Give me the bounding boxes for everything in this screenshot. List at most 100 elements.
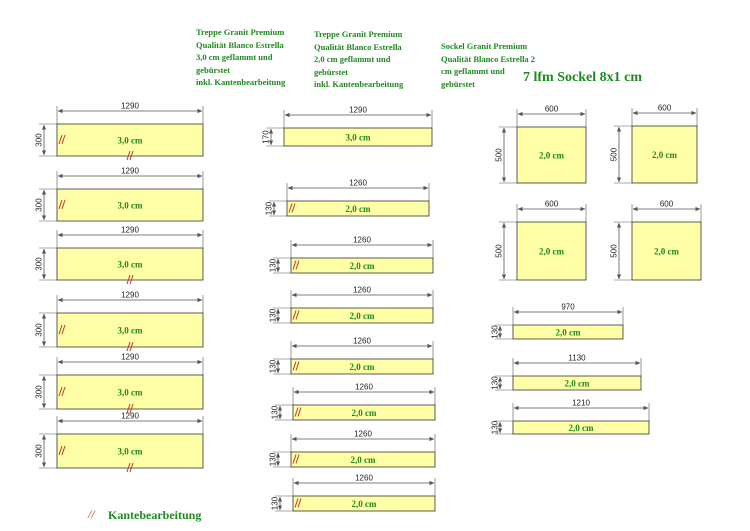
legend-label: Kantebearbeitung (108, 508, 202, 522)
slab-g1-s7 (292, 495, 436, 512)
slab-thickness-label: 3,0 cm (118, 388, 143, 398)
edge-mark-left-g1-s1 (288, 203, 296, 213)
dim-length-label: 1130 (568, 354, 586, 363)
slab-g1-s3 (290, 307, 434, 324)
dim-width-label: 500 (495, 148, 504, 162)
dim-length-label: 1260 (354, 430, 372, 439)
dim-length-label: 600 (545, 105, 559, 114)
edge-mark-bottom-g0-s4 (126, 403, 134, 414)
slab-g0-s3 (56, 312, 204, 348)
edge-mark-left-g0-s0 (58, 134, 66, 145)
slab-thickness-label: 2,0 cm (346, 204, 371, 214)
dim-width-label: 300 (35, 257, 44, 271)
dim-width-label: 130 (269, 258, 278, 272)
dim-length-label: 1260 (355, 383, 373, 392)
sockel-summary: 7 lfm Sockel 8x1 cm (523, 70, 642, 85)
slab-g1-s5 (292, 404, 436, 421)
slab-thickness-label: 2,0 cm (539, 247, 564, 257)
dim-width-label: 130 (271, 496, 280, 510)
dim-width-label: 300 (35, 385, 44, 399)
slab-thickness-label: 2,0 cm (539, 151, 564, 161)
slab-g0-s4 (56, 374, 204, 410)
edge-mark-bottom-g0-s0 (126, 150, 134, 161)
edge-mark-left-g1-s7 (294, 498, 302, 508)
edge-mark-left-g1-s6 (292, 454, 300, 464)
edge-mark-left-g1-s4 (292, 361, 300, 371)
dim-length-label: 1260 (353, 337, 371, 346)
legend-edge-mark: // (88, 507, 95, 521)
slab-g1-s1 (286, 200, 430, 217)
slab-g2-s3 (631, 221, 702, 281)
slab-g1-s6 (290, 451, 436, 468)
slab-thickness-label: 2,0 cm (350, 311, 375, 321)
dim-width-label: 500 (610, 147, 619, 161)
slab-thickness-label: 2,0 cm (350, 362, 375, 372)
dim-width-label: 130 (269, 359, 278, 373)
dim-width-label: 130 (491, 420, 500, 434)
slab-thickness-label: 3,0 cm (346, 133, 371, 143)
slab-thickness-label: 2,0 cm (565, 379, 590, 389)
slab-g0-s0 (56, 123, 204, 157)
dim-length-label: 1290 (121, 353, 139, 362)
edge-mark-left-g0-s4 (58, 386, 66, 397)
slab-g2-s2 (516, 221, 587, 281)
dim-length-label: 1260 (349, 179, 367, 188)
dim-width-label: 500 (610, 244, 619, 258)
header-treppe-2cm: Treppe Granit Premium Qualität Blanco Es… (314, 29, 404, 89)
slab-g2-s1 (631, 125, 698, 184)
dim-width-label: 300 (35, 198, 44, 212)
dim-length-label: 600 (545, 200, 559, 209)
dim-width-label: 300 (35, 323, 44, 337)
slab-thickness-label: 2,0 cm (352, 408, 377, 418)
dim-length-label: 1210 (572, 399, 590, 408)
dim-width-label: 130 (491, 376, 500, 390)
slab-g0-s1 (56, 188, 204, 222)
dim-width-label: 170 (262, 130, 271, 144)
edge-mark-bottom-g0-s3 (126, 341, 134, 352)
slab-thickness-label: 2,0 cm (351, 455, 376, 465)
slab-thickness-label: 3,0 cm (118, 447, 143, 457)
slab-g1-s4 (290, 358, 434, 375)
slab-g2-s6 (512, 420, 650, 435)
dim-length-label: 1290 (349, 106, 367, 115)
dim-length-label: 1260 (353, 236, 371, 245)
edge-mark-left-g1-s5 (294, 407, 302, 417)
dim-width-label: 300 (35, 133, 44, 147)
slab-thickness-label: 3,0 cm (118, 326, 143, 336)
edge-mark-left-g1-s2 (292, 260, 300, 270)
slab-g0-s5 (56, 433, 204, 469)
dim-width-label: 130 (491, 325, 500, 339)
dim-length-label: 970 (561, 303, 575, 312)
slab-g2-s5 (512, 375, 642, 391)
edge-mark-bottom-g0-s5 (126, 462, 134, 473)
edge-mark-left-g1-s3 (292, 310, 300, 320)
edge-mark-left-g0-s3 (58, 324, 66, 335)
dim-width-label: 130 (271, 405, 280, 419)
dim-length-label: 1290 (121, 412, 139, 421)
dim-width-label: 500 (495, 244, 504, 258)
dim-width-label: 300 (35, 444, 44, 458)
slab-g0-s2 (56, 247, 204, 281)
header-sockel: Sockel Granit Premium Qualität Blanco Es… (441, 41, 536, 89)
dim-length-label: 1290 (121, 291, 139, 300)
edge-mark-left-g0-s1 (58, 199, 66, 210)
slab-thickness-label: 2,0 cm (654, 247, 679, 257)
dim-width-label: 130 (269, 452, 278, 466)
slab-thickness-label: 2,0 cm (350, 261, 375, 271)
edge-mark-left-g0-s5 (58, 445, 66, 456)
dim-length-label: 600 (658, 104, 672, 113)
dim-length-label: 1290 (121, 167, 139, 176)
dim-length-label: 1290 (121, 102, 139, 111)
slab-thickness-label: 3,0 cm (118, 136, 143, 146)
slab-g2-s0 (516, 126, 587, 184)
dim-length-label: 1290 (121, 226, 139, 235)
dim-length-label: 1260 (355, 474, 373, 483)
slab-thickness-label: 2,0 cm (569, 423, 594, 433)
dim-length-label: 1260 (353, 286, 371, 295)
slab-g1-s2 (290, 257, 434, 274)
dim-width-label: 130 (269, 308, 278, 322)
dim-length-label: 600 (660, 200, 674, 209)
slab-thickness-label: 3,0 cm (118, 201, 143, 211)
slab-thickness-label: 3,0 cm (118, 260, 143, 270)
